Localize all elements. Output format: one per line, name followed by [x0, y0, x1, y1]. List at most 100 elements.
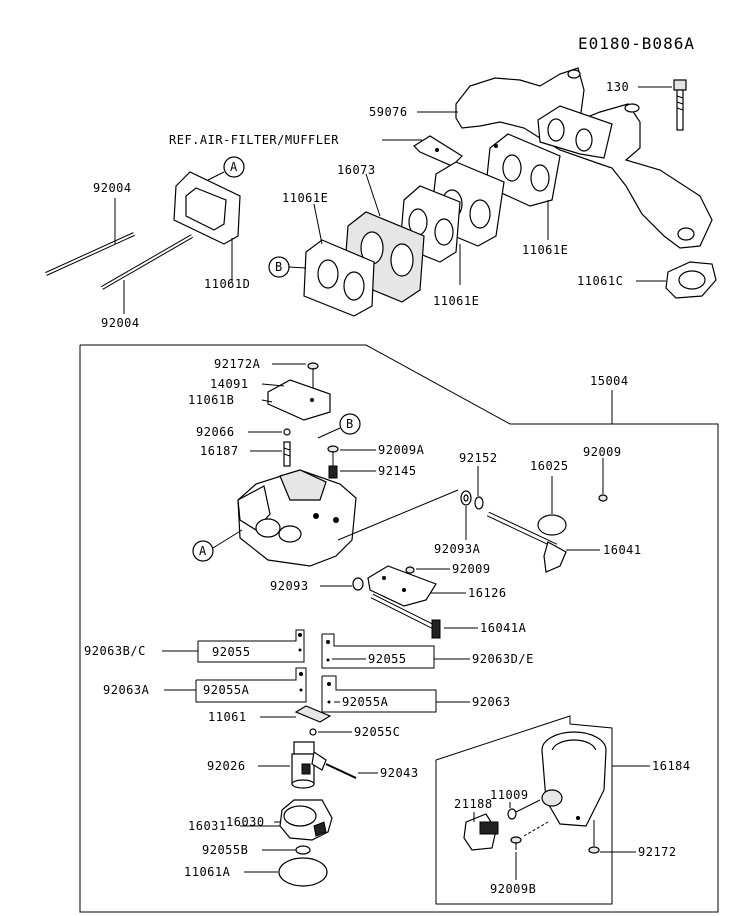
choke-shaft-16041a	[370, 593, 441, 639]
callout-a-upper	[223, 156, 245, 178]
bolt-130	[673, 79, 687, 131]
label-92055b: 92055B	[202, 843, 248, 857]
leader-b-upper	[288, 266, 307, 269]
callout-a-lower	[192, 540, 214, 562]
label-92063a: 92063A	[103, 683, 150, 697]
seal-92093a	[460, 490, 472, 506]
ref-note: REF.AIR-FILTER/MUFFLER	[169, 133, 339, 147]
label-16030: 16030	[226, 815, 265, 829]
jet-group-92063	[321, 675, 437, 713]
label-92055-1: 92055	[212, 645, 251, 659]
leader-92009b-dash	[523, 821, 549, 837]
callout-b-lower	[339, 413, 361, 435]
screw-92009-upper	[598, 494, 608, 502]
label-92055c: 92055C	[354, 725, 400, 739]
label-92066: 92066	[196, 425, 235, 439]
leader-11061b	[261, 399, 273, 403]
label-130: 130	[606, 80, 629, 94]
label-15004: 15004	[590, 374, 629, 388]
label-11061d: 11061D	[204, 277, 250, 291]
screw-16187	[283, 441, 291, 467]
screw-92009a	[327, 445, 339, 466]
spring-92145	[328, 465, 338, 479]
label-11061b: 11061B	[188, 393, 234, 407]
label-11061e-3: 11061E	[522, 243, 568, 257]
leader-14091	[261, 383, 285, 387]
label-11061e-1: 11061E	[282, 191, 328, 205]
label-92063: 92063	[472, 695, 511, 709]
callout-b-lower-text: B	[346, 417, 354, 431]
label-92093a: 92093A	[434, 542, 481, 556]
label-92043: 92043	[380, 766, 419, 780]
label-14091: 14091	[210, 377, 249, 391]
gasket-11061c	[665, 261, 717, 299]
label-92004-1: 92004	[93, 181, 132, 195]
leader-a-lower	[212, 529, 243, 549]
gasket-11061d	[173, 171, 241, 245]
oring-92055b	[295, 845, 311, 855]
ball-92066	[283, 428, 291, 436]
intake-manifold	[455, 67, 713, 249]
diagram-code: E0180-B086A	[578, 34, 695, 53]
label-16025: 16025	[530, 459, 569, 473]
label-11061a: 11061A	[184, 865, 231, 879]
label-92063de: 92063D/E	[472, 652, 534, 666]
label-92055a-2: 92055A	[342, 695, 389, 709]
label-11061c: 11061C	[577, 274, 623, 288]
ref-plate	[413, 135, 463, 167]
label-11061e-2: 11061E	[433, 294, 479, 308]
jet-group-92063de	[321, 633, 435, 669]
throttle-plate-16025	[537, 514, 567, 536]
label-92152: 92152	[459, 451, 498, 465]
screw-92009b	[510, 836, 522, 850]
screw-92172a	[307, 362, 319, 390]
label-16126: 16126	[468, 586, 507, 600]
label-16184: 16184	[652, 759, 691, 773]
label-11009: 11009	[490, 788, 529, 802]
label-16041a: 16041A	[480, 621, 527, 635]
float-16031	[279, 799, 333, 841]
oring-11009	[507, 808, 517, 820]
carburetor-body	[237, 469, 357, 567]
stud-92004-lower	[100, 234, 194, 290]
label-92145: 92145	[378, 464, 417, 478]
callout-a-upper-text: A	[230, 160, 238, 174]
screw-92172	[588, 820, 600, 854]
jet-group-92063a	[195, 667, 307, 703]
label-16187: 16187	[200, 444, 239, 458]
label-16073: 16073	[337, 163, 376, 177]
solenoid-92026	[291, 741, 327, 789]
label-92009-2: 92009	[452, 562, 491, 576]
label-92009a: 92009A	[378, 443, 425, 457]
cover-14091	[267, 379, 331, 421]
gasket-11061e-upper	[485, 133, 561, 207]
carburetor-assembly-box	[79, 344, 719, 913]
gasket-11061a	[278, 857, 328, 887]
lever-16126	[367, 565, 437, 607]
accelerator-pump-box	[435, 715, 613, 905]
collar-92152	[474, 496, 484, 510]
label-16031: 16031	[188, 819, 227, 833]
label-92172a: 92172A	[214, 357, 261, 371]
screw-92009-lower	[405, 566, 415, 574]
label-59076: 59076	[369, 105, 408, 119]
label-92004-2: 92004	[101, 316, 140, 330]
label-16041: 16041	[603, 543, 642, 557]
label-11061: 11061	[208, 710, 247, 724]
wire-92043	[325, 763, 357, 779]
label-92063bc: 92063B/C	[84, 644, 146, 658]
callout-a-lower-text: A	[199, 544, 207, 558]
label-92009b: 92009B	[490, 882, 536, 896]
stud-92004-upper	[45, 232, 135, 276]
leader-16073	[365, 173, 381, 217]
label-92055a-1: 92055A	[203, 683, 250, 697]
callout-b-upper-text: B	[275, 260, 283, 274]
gasket-11061	[294, 705, 332, 723]
label-92026: 92026	[207, 759, 246, 773]
diaphragm-21188	[463, 813, 499, 851]
jet-group-92063bc	[197, 629, 305, 663]
gasket-11061e-front	[303, 239, 375, 317]
leader-11009	[515, 799, 541, 813]
leader-11061e-1	[313, 203, 323, 245]
